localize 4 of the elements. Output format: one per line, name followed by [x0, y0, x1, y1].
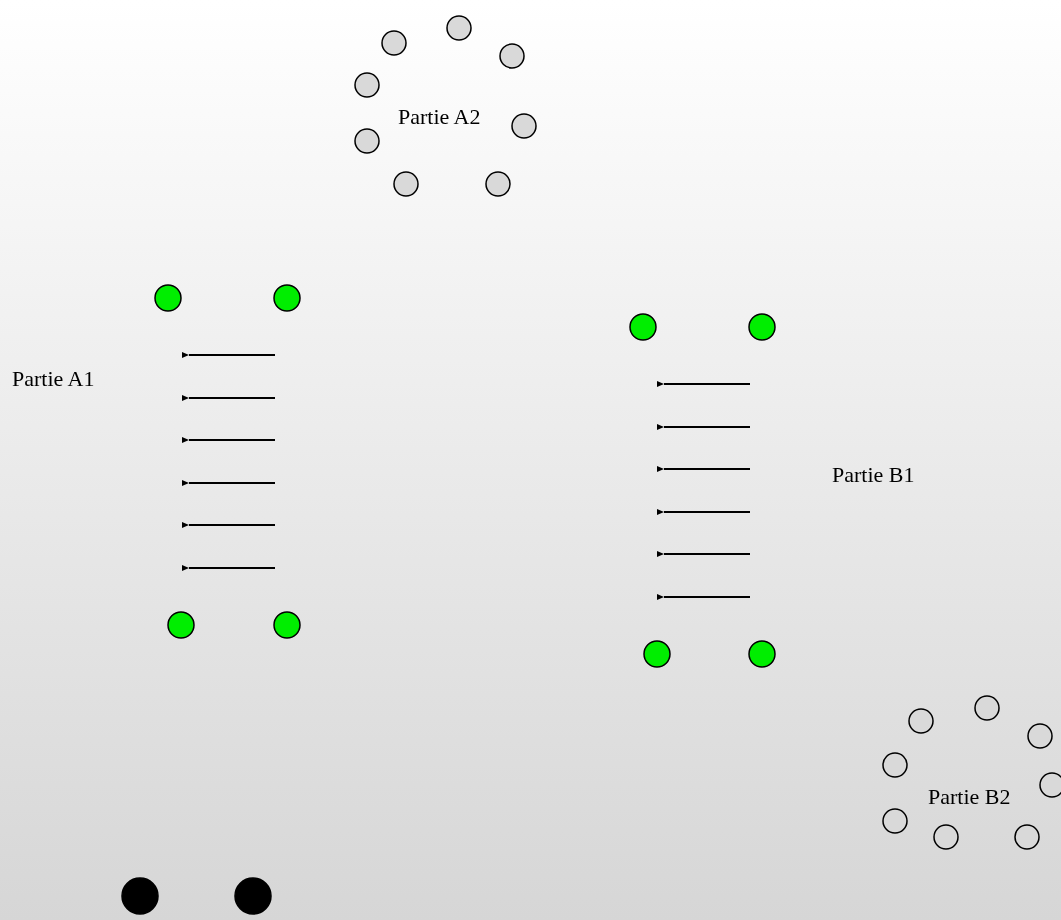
part-label: Partie B1: [832, 462, 915, 488]
part-label: Partie B2: [928, 784, 1011, 810]
part-label: Partie A1: [12, 366, 95, 392]
part-label: Partie A2: [398, 104, 481, 130]
